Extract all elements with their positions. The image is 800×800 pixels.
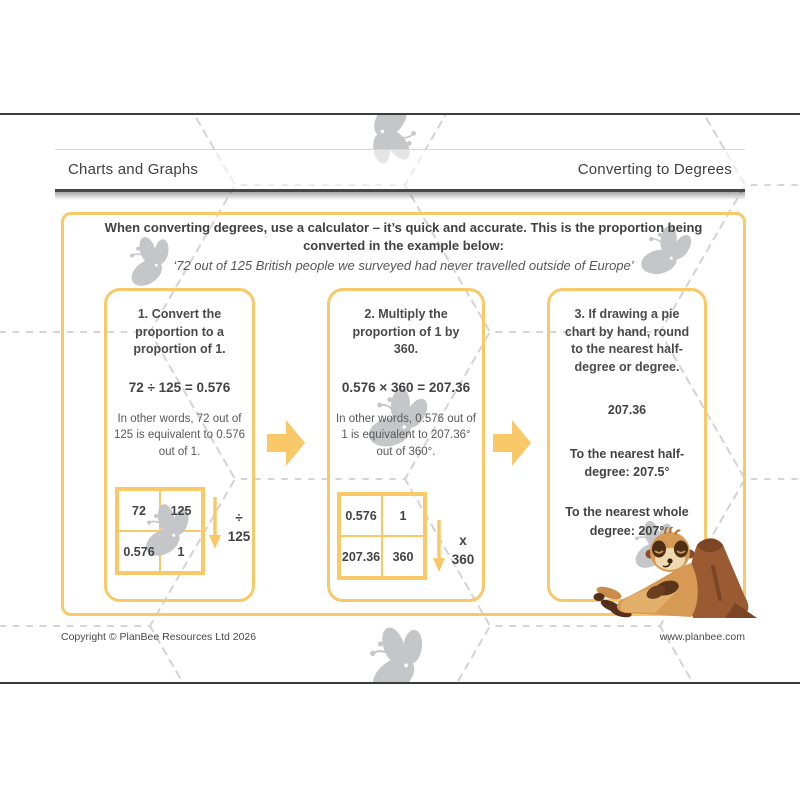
step-2-explanation: In other words, 0.576 out of 1 is equiva…: [335, 412, 476, 458]
step-1-heading: 1. Convert the proportion to a proportio…: [133, 307, 226, 356]
slide-page: Charts and Graphs Converting to Degrees …: [0, 113, 800, 684]
step-3-value: 207.36: [607, 403, 647, 417]
footer: Copyright © PlanBee Resources Ltd 2026 w…: [61, 631, 745, 643]
step-3-heading: 3. If drawing a pie chart by hand, round…: [564, 307, 690, 374]
table-cell: 360: [382, 536, 424, 577]
step-2-equation: 0.576 × 360 = 207.36: [341, 379, 471, 395]
next-step-arrow-icon: [267, 420, 305, 466]
step-2-heading: 2. Multiply the proportion of 1 by 360.: [352, 307, 460, 356]
meerkat-illustration: [593, 527, 757, 618]
step-3-result-whole: To the nearest whole degree: 207°: [565, 505, 689, 538]
intro-line-2: converted in the example below:: [303, 237, 504, 253]
step-2-operation: x 360: [451, 533, 475, 567]
intro-line-1: When converting degrees, use a calculato…: [104, 220, 703, 235]
copyright-text: Copyright © PlanBee Resources Ltd 2026: [61, 631, 257, 643]
survey-quote: ‘72 out of 125 British people we surveye…: [173, 258, 634, 274]
step-2-box: 2. Multiply the proportion of 1 by 360. …: [327, 288, 485, 602]
header-band: Charts and Graphs Converting to Degrees: [55, 149, 745, 189]
table-cell: 207.36: [340, 536, 382, 577]
step-1-equation: 72 ÷ 125 = 0.576: [128, 379, 231, 395]
header-rule-shadow: [55, 192, 745, 200]
table-cell: 0.576: [340, 495, 382, 536]
website-text: www.planbee.com: [659, 631, 745, 643]
next-step-arrow-icon: [493, 420, 531, 466]
step-2-table: 0.576 1 207.36 360: [337, 492, 427, 580]
step-1-operation: ÷ 125: [227, 510, 251, 544]
unit-title: Charts and Graphs: [68, 161, 199, 178]
content-frame: [61, 212, 746, 616]
lesson-title: Converting to Degrees: [577, 161, 732, 178]
step-1-explanation: In other words, 72 out of 125 is equival…: [113, 412, 246, 458]
header-rule: [55, 189, 745, 192]
step-3-result-half: To the nearest half-degree: 207.5°: [569, 447, 685, 480]
intro-block: When converting degrees, use a calculato…: [71, 219, 736, 273]
table-cell: 1: [382, 495, 424, 536]
step-1-box: 1. Convert the proportion to a proportio…: [104, 288, 255, 602]
